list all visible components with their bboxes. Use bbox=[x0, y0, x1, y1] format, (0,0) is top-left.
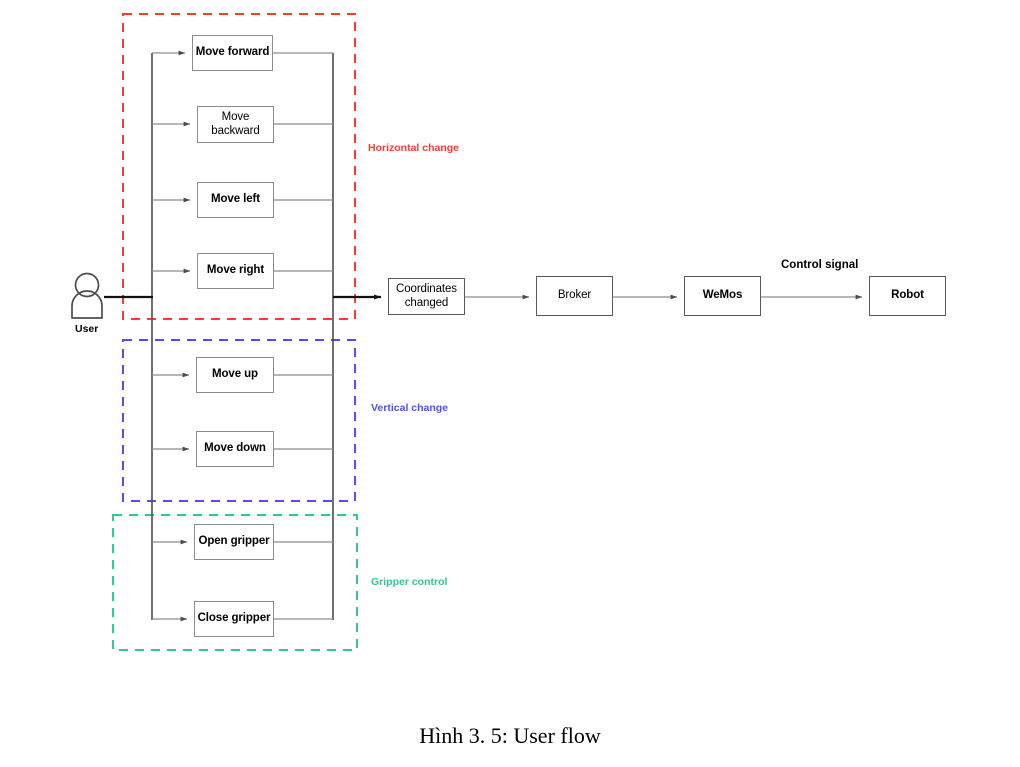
edge-label-control-signal: Control signal bbox=[781, 259, 859, 271]
node-broker[interactable]: Broker bbox=[536, 276, 613, 316]
branch-in-connectors bbox=[152, 50, 191, 622]
node-move-down[interactable]: Move down bbox=[196, 431, 274, 467]
node-coordinates-changed[interactable]: Coordinates changed bbox=[388, 278, 465, 315]
group-outline-gripper bbox=[112, 514, 358, 651]
group-label-gripper-control: Gripper control bbox=[371, 576, 448, 588]
node-move-left[interactable]: Move left bbox=[197, 182, 274, 218]
node-move-forward[interactable]: Move forward bbox=[192, 35, 273, 71]
node-move-backward[interactable]: Move backward bbox=[197, 106, 274, 143]
node-move-right[interactable]: Move right bbox=[197, 253, 274, 289]
node-move-up[interactable]: Move up bbox=[196, 357, 274, 393]
branch-out-connectors bbox=[273, 52, 333, 620]
node-close-gripper[interactable]: Close gripper bbox=[194, 601, 274, 637]
node-wemos[interactable]: WeMos bbox=[684, 276, 761, 316]
figure-caption: Hình 3. 5: User flow bbox=[419, 723, 601, 748]
person-icon bbox=[71, 272, 103, 319]
group-outline-vertical bbox=[122, 339, 356, 502]
node-open-gripper[interactable]: Open gripper bbox=[194, 524, 274, 560]
node-robot[interactable]: Robot bbox=[869, 276, 946, 316]
group-label-horizontal-change: Horizontal change bbox=[368, 142, 460, 154]
actor-label-user: User bbox=[75, 323, 99, 335]
group-outline-horizontal bbox=[122, 13, 356, 320]
group-label-vertical-change: Vertical change bbox=[371, 402, 449, 414]
